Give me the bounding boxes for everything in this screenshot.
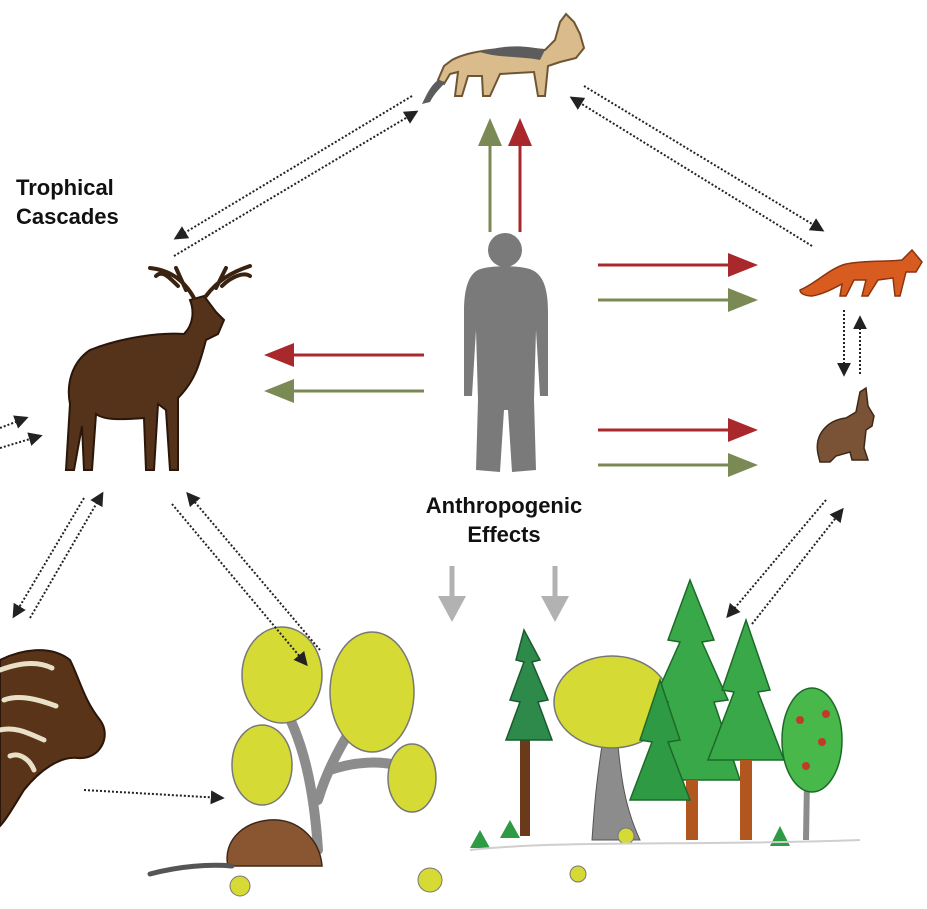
arrow-forest-to-hare bbox=[752, 510, 842, 624]
trophic-cascades-line-2: Cascades bbox=[16, 203, 119, 232]
beaver-and-tree-icon bbox=[150, 627, 442, 896]
anthropogenic-effects-label: Anthropogenic Effects bbox=[404, 492, 604, 549]
arrow-wolf-to-fox bbox=[584, 86, 822, 230]
arrow-human-to-deer-green bbox=[264, 379, 424, 403]
anthropogenic-effects-line-2: Effects bbox=[404, 521, 604, 550]
arrow-hare-to-forest bbox=[728, 500, 826, 616]
arrow-deer-to-beaver-tree bbox=[172, 504, 306, 664]
arrow-deer-to-carcass bbox=[14, 498, 84, 616]
arrow-human-to-deer-red bbox=[264, 343, 424, 367]
arrow-human-to-fox-green bbox=[598, 288, 758, 312]
wolf-icon bbox=[422, 14, 584, 104]
arrow-carcass-to-beaver-tree bbox=[84, 790, 222, 798]
fox-icon bbox=[800, 250, 922, 296]
arrow-human-to-wolf-red bbox=[508, 118, 532, 232]
arrow-left-to-deer-upper bbox=[0, 418, 26, 428]
trophic-cascades-label: Trophical Cascades bbox=[16, 174, 119, 231]
arrow-human-to-wolf-green bbox=[478, 118, 502, 232]
arrow-beaver-tree-to-deer bbox=[188, 494, 320, 650]
arrow-wolf-to-deer bbox=[176, 96, 412, 238]
mixed-forest-icon bbox=[470, 580, 860, 882]
arrow-left-to-deer-lower bbox=[0, 436, 40, 448]
human-silhouette-icon bbox=[464, 233, 548, 472]
arrow-fox-to-wolf bbox=[572, 98, 812, 246]
arrow-human-to-vegetation-left-grey bbox=[438, 566, 466, 622]
red-deer-icon bbox=[66, 266, 250, 470]
arrow-human-to-fox-red bbox=[598, 253, 758, 277]
hare-icon bbox=[817, 388, 874, 462]
carcass-icon bbox=[0, 650, 105, 826]
arrow-human-to-vegetation-right-grey bbox=[541, 566, 569, 622]
arrow-deer-to-wolf bbox=[174, 112, 416, 256]
anthropogenic-effects-line-1: Anthropogenic bbox=[404, 492, 604, 521]
arrow-human-to-hare-green bbox=[598, 453, 758, 477]
arrow-carcass-to-deer bbox=[30, 494, 102, 618]
arrow-human-to-hare-red bbox=[598, 418, 758, 442]
trophic-cascades-line-1: Trophical bbox=[16, 174, 119, 203]
